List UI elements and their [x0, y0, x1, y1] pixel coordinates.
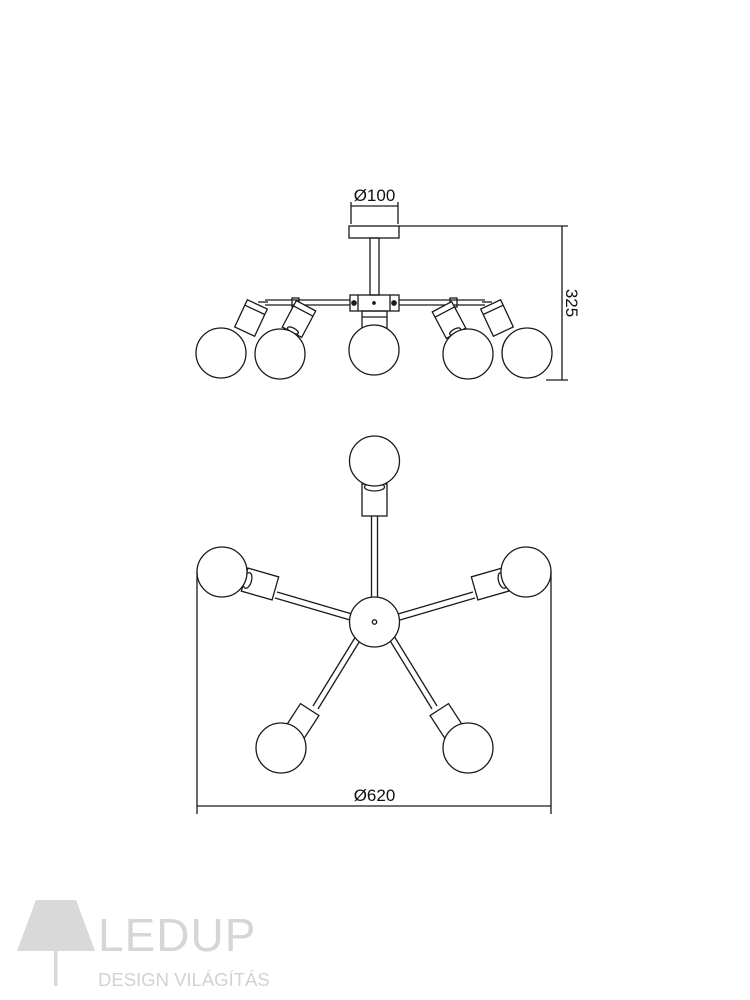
- top-arms: [274, 515, 476, 710]
- top-bulb-southeast: [429, 702, 494, 774]
- logo-tagline: DESIGN VILÁGÍTÁS: [98, 969, 270, 990]
- side-bulb-far-right: [479, 298, 553, 379]
- ceiling-canopy: [348, 225, 400, 239]
- height-dimension: 325: [399, 225, 581, 381]
- top-bulb-north: [348, 435, 401, 517]
- side-bulb-far-left: [195, 298, 269, 379]
- side-bulb-right: [431, 300, 494, 380]
- stem-rod: [369, 237, 380, 296]
- top-bulb-west: [196, 546, 280, 601]
- canopy-diameter-label: Ø100: [354, 186, 396, 205]
- top-bulb-southwest: [255, 702, 320, 774]
- canopy-diameter-dimension: Ø100: [350, 186, 399, 224]
- top-view: Ø620: [196, 435, 552, 814]
- ledup-logo: LEDUP DESIGN VILÁGÍTÁS: [17, 900, 270, 990]
- height-label: 325: [562, 289, 581, 317]
- overall-diameter-label: Ø620: [354, 786, 396, 805]
- top-hub-center: [371, 619, 378, 625]
- logo-brand: LEDUP: [98, 909, 256, 961]
- top-hub: [348, 596, 401, 648]
- overall-diameter-dimension: Ø620: [196, 572, 552, 814]
- side-bulb-left: [254, 299, 317, 380]
- lamp-stand-icon: [54, 951, 58, 986]
- side-view: Ø100 325: [195, 186, 581, 381]
- lamp-shade-icon: [17, 900, 95, 951]
- top-bulb-east: [470, 546, 552, 601]
- side-bulb-center: [348, 310, 400, 376]
